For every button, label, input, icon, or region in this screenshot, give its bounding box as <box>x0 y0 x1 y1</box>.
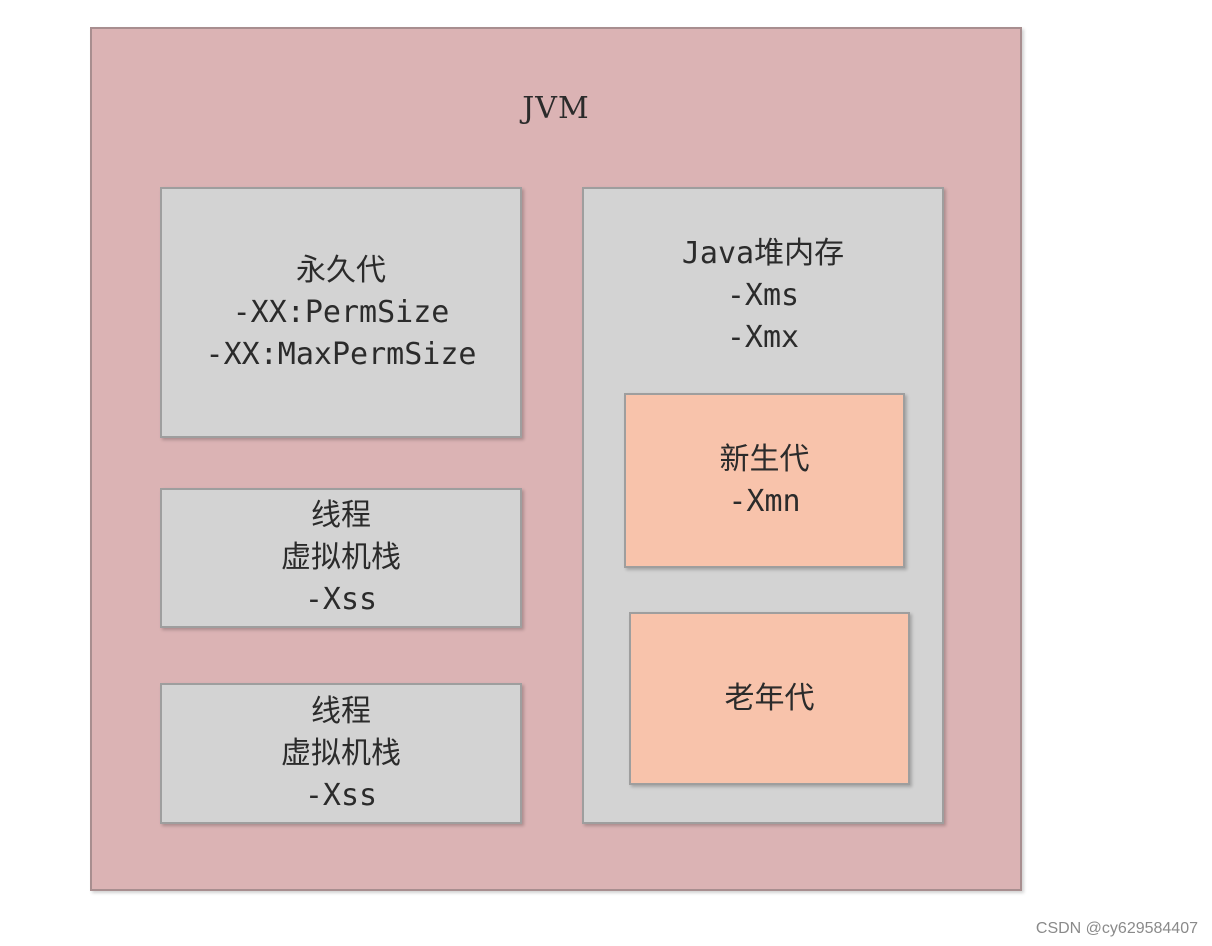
maxpermsize-option: -XX:MaxPermSize <box>205 336 477 372</box>
thread-stack-box-1: 线程 虚拟机栈 -Xss <box>160 488 522 628</box>
thread-stack-box-2: 线程 虚拟机栈 -Xss <box>160 683 522 824</box>
thread-label: 线程 <box>311 498 371 533</box>
permanent-generation-label: 永久代 <box>296 252 386 288</box>
xms-option: -Xms <box>726 278 800 313</box>
java-heap-label: Java堆内存 <box>681 236 845 271</box>
young-generation-box: 新生代 -Xmn <box>624 393 905 568</box>
vm-stack-label: 虚拟机栈 <box>281 540 401 575</box>
vm-stack-label: 虚拟机栈 <box>281 735 401 771</box>
thread-label: 线程 <box>311 693 371 729</box>
xss-option: -Xss <box>304 777 378 813</box>
old-generation-label: 老年代 <box>724 680 815 716</box>
old-generation-box: 老年代 <box>629 612 910 785</box>
jvm-title: JVM <box>522 91 590 126</box>
watermark: CSDN @cy629584407 <box>1035 920 1198 937</box>
permanent-generation-box: 永久代 -XX:PermSize -XX:MaxPermSize <box>160 187 522 438</box>
xmn-option: -Xmn <box>728 483 801 519</box>
xmx-option: -Xmx <box>726 320 800 355</box>
permsize-option: -XX:PermSize <box>232 294 450 330</box>
young-generation-label: 新生代 <box>719 441 810 477</box>
xss-option: -Xss <box>304 582 378 617</box>
